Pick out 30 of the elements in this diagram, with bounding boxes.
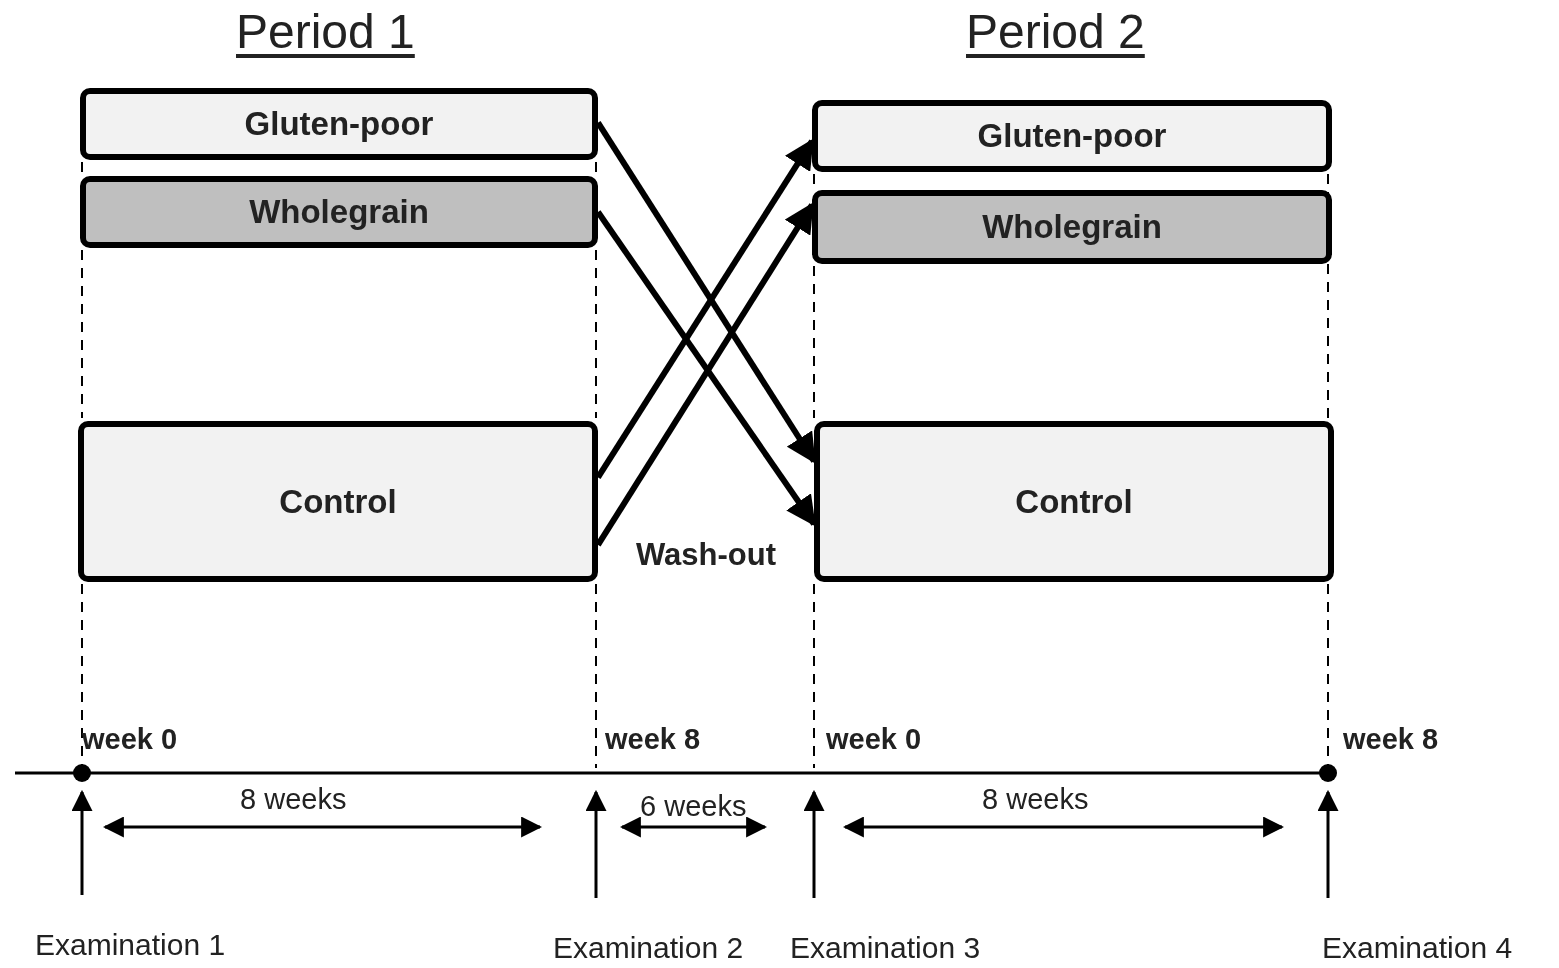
examination-label: Examination 1 [35,925,235,965]
diet-box [80,176,598,248]
examination-label: Examination 3 [790,928,990,968]
examination-arrow [1317,789,1339,898]
duration-label: 8 weeks [240,783,347,816]
examination-arrow [71,789,93,895]
diet-box [78,421,598,582]
week-label: week 8 [1343,723,1439,756]
week-label: week 8 [605,723,701,756]
examination-label: Examination 2 [553,928,753,968]
duration-label: 8 weeks [982,783,1089,816]
week-label: week 0 [82,723,178,756]
period-heading: Period 1 [236,4,415,59]
diet-label: Control [1015,482,1133,521]
diet-box [80,88,598,160]
diet-label: Control [279,482,397,521]
duration-label: 6 weeks [640,790,747,823]
diet-label: Gluten-poor [977,117,1167,155]
diet-box [812,190,1332,264]
examination-arrow [585,789,607,898]
examination-label: Examination 4 [1322,928,1522,968]
diet-label: Gluten-poor [244,105,434,143]
diet-label: Wholegrain [249,193,429,231]
examination-arrow [803,789,825,898]
diet-box [814,421,1334,582]
week-label: week 0 [826,723,922,756]
phase-label: Wash-out [636,537,777,573]
diet-label: Wholegrain [982,208,1162,246]
period-heading: Period 2 [966,4,1145,59]
diet-box [812,100,1332,172]
